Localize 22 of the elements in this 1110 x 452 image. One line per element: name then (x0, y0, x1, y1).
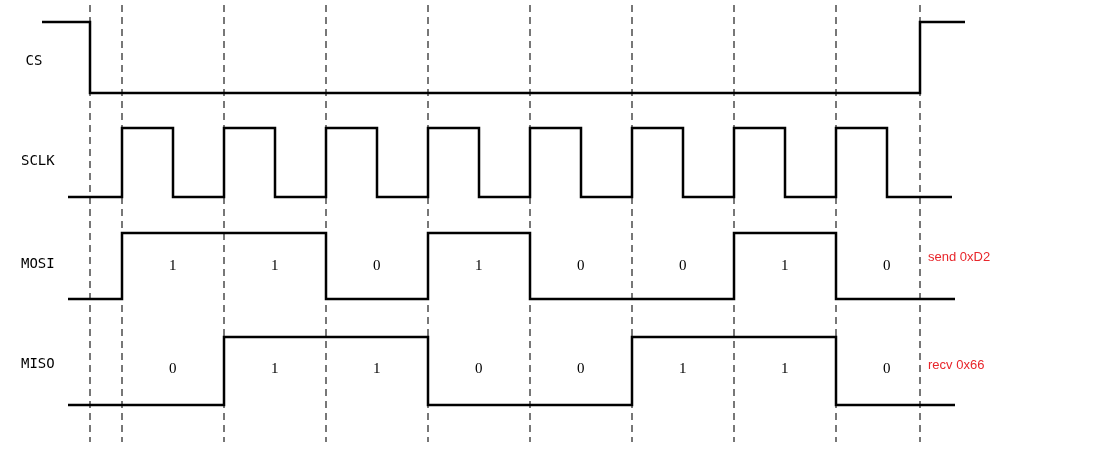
signal-name: MOSI (21, 254, 55, 272)
bit-value: 1 (781, 359, 789, 377)
bit-value: 1 (169, 256, 177, 274)
bit-value: 0 (577, 359, 585, 377)
bit-value: 1 (679, 359, 687, 377)
bit-value: 1 (475, 256, 483, 274)
bit-value: 0 (883, 256, 891, 274)
bit-value: 0 (577, 256, 585, 274)
signal-name: CS (25, 51, 43, 69)
bit-value: 1 (373, 359, 381, 377)
bit-value: 1 (781, 256, 789, 274)
bit-value: 0 (475, 359, 483, 377)
bit-value: 1 (271, 256, 279, 274)
bit-value: 1 (271, 359, 279, 377)
annotation-text: send 0xD2 (928, 248, 991, 266)
signal-name: SCLK (21, 151, 55, 169)
signal-name: MISO (21, 354, 55, 372)
bit-value: 0 (169, 359, 177, 377)
annotation-text: recv 0x66 (928, 356, 985, 374)
bit-value: 0 (373, 256, 381, 274)
bit-value: 0 (883, 359, 891, 377)
bit-value: 0 (679, 256, 687, 274)
